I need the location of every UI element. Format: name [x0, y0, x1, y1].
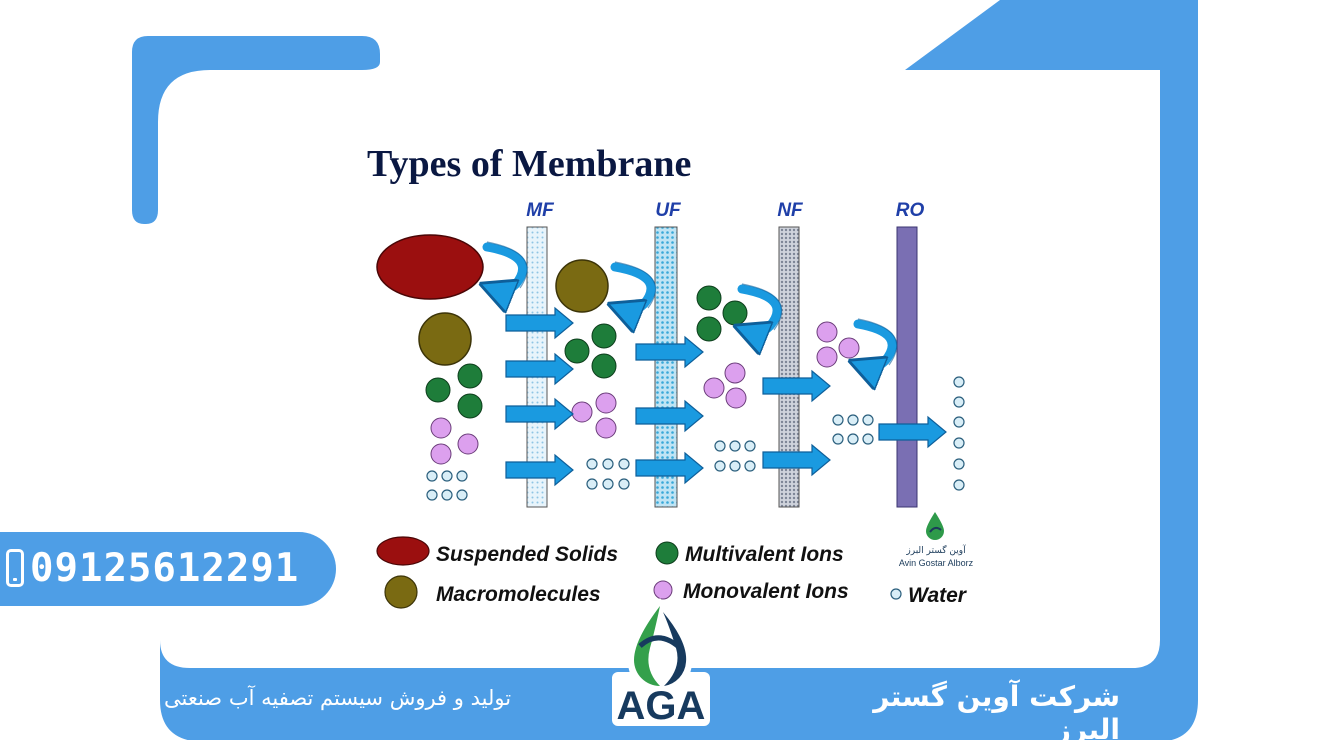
monovalent-ion — [724, 362, 746, 384]
suspended-solid — [376, 234, 484, 300]
reject-arrow-mf — [487, 242, 528, 291]
multivalent-ion — [696, 316, 722, 342]
pass-arrow-nf-1 — [762, 369, 831, 403]
pass-arrow-ro-1 — [878, 415, 947, 449]
legend-swatch-water — [890, 588, 902, 600]
monovalent-ion — [838, 337, 860, 359]
aga-logo: AGA — [612, 598, 710, 728]
legend: Suspended Solids Macromolecules Multival… — [376, 536, 968, 609]
legend-label-suspended-solids: Suspended Solids — [436, 543, 618, 566]
multivalent-ion — [457, 363, 483, 389]
monovalent-ion — [571, 401, 593, 423]
rejection-arrows — [487, 242, 897, 368]
monovalent-ion — [595, 392, 617, 414]
pass-arrow-mf-1 — [505, 306, 574, 340]
legend-label-multivalent-ions: Multivalent Ions — [685, 543, 844, 566]
legend-label-monovalent-ions: Monovalent Ions — [683, 580, 849, 603]
reject-arrow-ro — [858, 319, 897, 368]
legend-swatch-multivalent-ions — [655, 541, 679, 565]
phone-badge[interactable]: 09125612291 — [0, 532, 336, 606]
water-molecules — [953, 376, 965, 491]
water-molecules — [586, 458, 630, 490]
multivalent-ion — [696, 285, 722, 311]
monovalent-ion — [430, 417, 452, 439]
multivalent-ion — [457, 393, 483, 419]
monovalent-ion — [430, 443, 452, 465]
pass-arrow-mf-2 — [505, 352, 574, 386]
legend-swatch-suspended-solids — [376, 536, 430, 566]
multivalent-ion — [591, 353, 617, 379]
water-molecules — [832, 414, 874, 445]
membrane-label-ro: RO — [896, 200, 925, 221]
monovalent-ion — [816, 346, 838, 368]
rejection-arrow-outlines — [486, 241, 898, 366]
reject-arrow-uf — [615, 262, 656, 311]
monovalent-ion — [703, 377, 725, 399]
legend-label-macromolecules: Macromolecules — [436, 583, 601, 606]
multivalent-ion — [591, 323, 617, 349]
drop-icon — [926, 512, 944, 540]
reject-arrow-nf — [742, 284, 782, 333]
membrane-label-mf: MF — [526, 200, 555, 221]
watermark-persian: آوین گستر البرز — [905, 544, 966, 556]
monovalent-ion — [725, 387, 747, 409]
pass-arrow-uf-1 — [635, 335, 704, 369]
pass-arrow-uf-3 — [635, 451, 704, 485]
legend-swatch-macromolecules — [384, 575, 418, 609]
mobile-phone-icon — [6, 549, 24, 587]
membrane-ro — [896, 226, 918, 508]
pass-arrow-uf-2 — [635, 399, 704, 433]
monovalent-ion — [816, 321, 838, 343]
water-molecules — [426, 470, 468, 501]
logo-text: AGA — [617, 684, 706, 728]
membrane-label-uf: UF — [655, 200, 682, 221]
watermark-logo: آوین گستر البرز Avin Gostar Alborz — [899, 512, 974, 568]
pass-arrow-mf-4 — [505, 453, 574, 487]
membrane-uf — [654, 226, 678, 508]
monovalent-ion — [595, 417, 617, 439]
frame-top-left — [132, 36, 380, 224]
phone-number[interactable]: 09125612291 — [30, 546, 300, 591]
footer-company-name: شرکت آوین گستر البرز — [873, 680, 1120, 746]
diagram-title: Types of Membrane — [367, 143, 691, 185]
footer-tagline: تولید و فروش سیستم تصفیه آب صنعتی — [164, 686, 512, 710]
macromolecule — [418, 312, 472, 366]
multivalent-ion — [722, 300, 748, 326]
multivalent-ion — [425, 377, 451, 403]
multivalent-ion — [564, 338, 590, 364]
pass-arrow-nf-2 — [762, 443, 831, 477]
legend-swatch-monovalent-ions — [653, 580, 673, 600]
pass-arrow-mf-3 — [505, 397, 574, 431]
water-molecules — [714, 440, 756, 472]
legend-label-water: Water — [908, 584, 968, 607]
pass-arrows — [505, 306, 947, 487]
membrane-nf — [778, 226, 800, 508]
macromolecule — [555, 259, 609, 313]
membrane-label-nf: NF — [777, 200, 804, 221]
monovalent-ion — [457, 433, 479, 455]
watermark-english: Avin Gostar Alborz — [899, 558, 974, 568]
